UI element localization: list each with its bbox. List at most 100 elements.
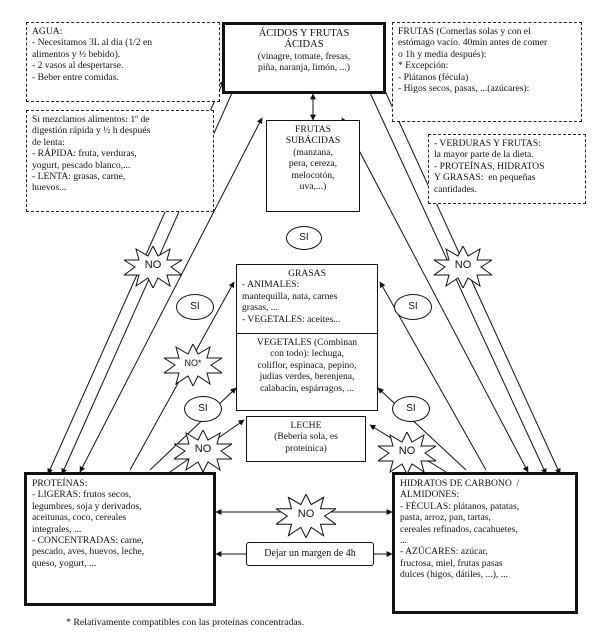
agua-line: - Necesitamos 3L al día (1/2 en [32,37,153,49]
margen-box: Dejar un margen de 4h [246,542,374,566]
grasas-title: GRASAS [288,268,326,279]
mezcla-line: digestión rápida y ½ h después [32,125,151,137]
no-star-asterisk: NO* [162,342,224,388]
subacidas-line: pera, cereza, [288,158,338,170]
verduras-line: cantidades. [434,183,477,195]
leche-line: LECHE [290,420,322,431]
hidratos-line: ALMIDONES: [400,489,460,501]
vegetales-line: VEGETALES (Combinan [256,337,358,348]
no-star-label: NO* [184,358,202,368]
frutas-line: - Higos secos, pasas, ...(azúcares): [398,83,530,95]
hidratos-box: HIDRATOS DE CARBONO / ALMIDONES: - FÉCUL… [392,472,578,614]
proteinas-line: - CONCENTRADAS: carne, [32,535,144,547]
vegetales-line: con todo): lechuga, [270,348,344,360]
starburst-icon [274,493,338,539]
prot-veg-line [149,387,237,471]
hidratos-line: fructosa, miel, frutas pasas [400,557,503,569]
hidratos-line: dulces (higos, dátiles, ...), ... [400,569,508,581]
mezcla-line: de lenta: [32,136,65,148]
right-edge-line-3 [341,117,529,473]
verduras-line: - VERDURAS Y FRUTAS: [434,138,541,149]
no-label: NO [398,445,416,457]
frutas-line: o 1h y media después): [398,48,487,60]
no-star-leche-right: NO [376,430,438,476]
mezcla-line: huevos... [32,182,67,194]
grasas-line: mantequilla, nata, carnes [242,290,338,302]
hidratos-line: HIDRATOS DE CARBONO / [400,478,520,489]
proteinas-line: aceitunas, coco, cereales [32,512,127,524]
acidos-box: ÁCIDOS Y FRUTAS ÁCIDAS (vinagre, tomate,… [222,22,386,94]
vegetales-box: VEGETALES (Combinan con todo): lechuga, … [236,333,378,411]
si-oval-left-2: SI [184,396,222,422]
no-label: NO [297,508,315,520]
proteinas-line: integrales, ... [32,523,82,535]
subacidas-line: melocotón, [291,169,335,181]
grasas-line: grasas, ... [242,302,278,314]
footnote: * Relativamente compatibles con las prot… [66,617,305,628]
grasas-line: - ANIMALES: [242,279,300,291]
frutas-line: estómago vacío. 40min antes de comer [398,37,548,49]
acidos-title: ÁCIDOS Y FRUTAS [258,28,350,39]
no-label: NO [194,443,212,455]
agua-note: AGUA: - Necesitamos 3L al día (1/2 en al… [26,22,220,102]
leche-line: proteínica) [285,442,327,454]
frutas-line: FRUTAS (Comerlas solas y con el [398,26,531,37]
acidos-title: ÁCIDAS [284,39,324,51]
verduras-line: Y GRASAS: en pequeñas [434,172,536,184]
no-star-right: NO [432,244,494,290]
agua-line: - 2 vasos al despertarse. [32,60,124,72]
proteinas-line: PROTEÍNAS: [32,478,88,489]
verduras-note: - VERDURAS Y FRUTAS: la mayor parte de l… [428,134,586,204]
subacidas-line: FRUTAS [294,124,332,135]
left-edge-line-3 [79,117,263,473]
vegetales-line: coliflor, espinaca, pepino, [257,359,357,371]
si-oval-left-1: SI [176,294,214,320]
proteinas-line: legumbres, soja y derivados, [32,500,142,512]
si-label: SI [406,403,416,414]
proteinas-box: PROTEÍNAS: - LIGERAS: frutos secos, legu… [24,472,216,606]
subacidas-box: FRUTAS SUBÁCIDAS (manzana, pera, cereza,… [266,120,360,212]
hid-veg-line [377,387,467,471]
mezcla-line: Si mezclamos alimentos: 1º de [32,114,150,125]
hidratos-line: cereales refinados, cacahuetes, [400,523,518,535]
hidratos-line: ... [400,535,408,547]
si-oval-right-2: SI [392,396,430,422]
hidratos-line: - FÉCULAS: plátanos, patatas, [400,500,520,512]
hidratos-line: - AZÚCARES: azúcar, [400,546,488,558]
no-star-left: NO [122,244,184,290]
grasas-box: GRASAS - ANIMALES: mantequilla, nata, ca… [236,264,378,336]
no-star-bottom: NO [274,493,338,539]
leche-line: (Bebería sola, es [274,431,338,443]
proteinas-line: pescado, aves, huevos, leche, [32,546,145,558]
si-label: SI [190,301,200,312]
margen-label: Dejar un margen de 4h [264,548,356,559]
subacidas-line: uva,...) [299,181,327,193]
grasas-vegetales: - VEGETALES: aceites... [242,313,341,325]
verduras-line: - PROTEÍNAS, HIDRATOS [434,160,545,172]
agua-line: alimentos y ½ bebido). [32,48,121,60]
leche-box: LECHE (Bebería sola, es proteínica) [246,416,366,462]
mezcla-line: yogurt, pescado blanco,... [32,159,131,171]
proteinas-line: - LIGERAS: frutos secos, [32,489,132,501]
no-label: NO [454,259,472,271]
acidos-body: piña, naranja, limón, ...) [258,62,350,74]
si-oval-right-1: SI [394,294,432,320]
acidos-body: (vinagre, tomate, fresas, [257,50,351,62]
subacidas-line: (manzana, [293,146,333,158]
si-label: SI [299,232,309,243]
vegetales-line: calabacín, espárragos, ... [259,382,355,394]
no-label: NO [144,259,162,271]
no-star-leche-left: NO [172,428,234,474]
vegetales-line: judías verdes, berenjena, [259,371,355,383]
verduras-line: la mayor parte de la dieta. [434,149,534,161]
frutas-line: * Excepción: [398,60,449,72]
mezcla-note: Si mezclamos alimentos: 1º de digestión … [26,110,214,212]
mezcla-line: - RÁPIDA: fruta, verduras, [32,148,137,160]
subacidas-line: SUBÁCIDAS [285,135,341,147]
agua-line: - Beber entre comidas. [32,71,119,83]
frutas-note: FRUTAS (Comerlas solas y con el estómago… [392,22,582,122]
hidratos-line: pasta, arroz, pan, tartas, [400,512,491,524]
frutas-line: - Plátanos (fécula) [398,71,469,83]
si-label: SI [198,403,208,414]
proteinas-line: queso, yogurt, ... [32,557,97,569]
